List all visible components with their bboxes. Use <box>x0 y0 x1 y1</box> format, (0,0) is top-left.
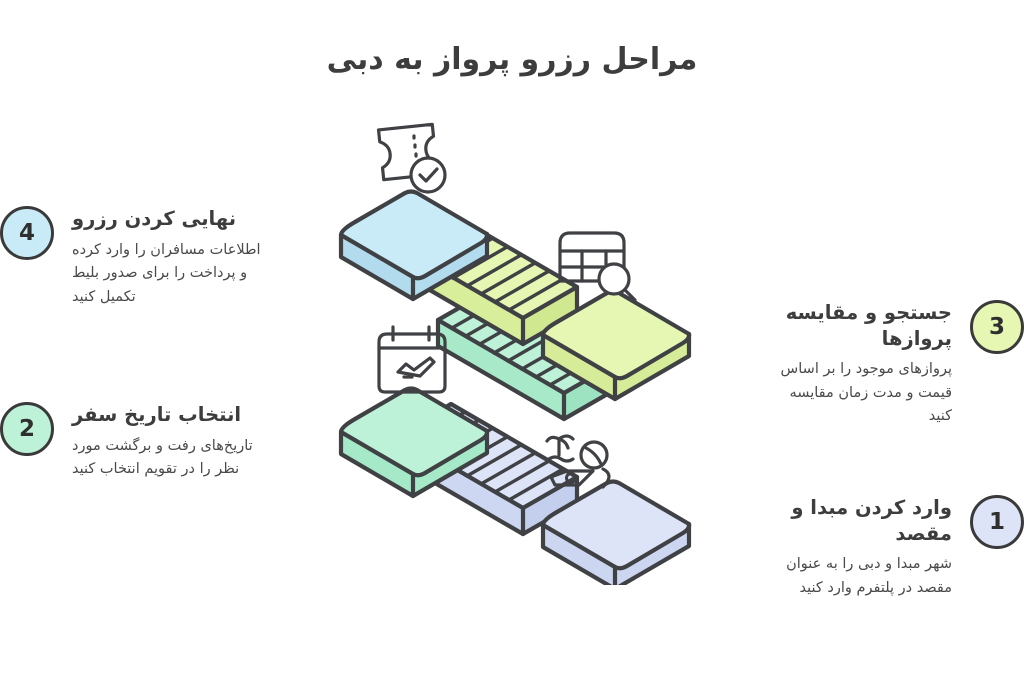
platform-2 <box>338 386 490 499</box>
step-item-3: 3 جستجو و مقایسه پروازها پروازهای موجود … <box>690 300 1024 429</box>
step-item-4: نهایی کردن رزرو اطلاعات مسافران را وارد … <box>0 206 340 309</box>
step-2-number: 2 <box>19 416 36 442</box>
calendar-plane-icon <box>377 325 447 394</box>
step-4-description: اطلاعات مسافران را وارد کرده و پرداخت را… <box>72 241 261 305</box>
ticket-check-icon <box>376 122 447 194</box>
table-search-icon <box>558 231 637 302</box>
staircase-illustration: .ol { fill:none; stroke:#3f4144; stroke-… <box>325 105 700 585</box>
step-3-number: 3 <box>989 314 1006 340</box>
step-4-number: 4 <box>19 220 36 246</box>
step-2-description: تاریخ‌های رفت و برگشت مورد نظر را در تقو… <box>72 437 253 478</box>
step-3-title: جستجو و مقایسه پروازها <box>785 301 952 350</box>
step-4-number-badge: 4 <box>0 206 54 260</box>
step-1-text: وارد کردن مبدا و مقصد شهر مبدا و دبی را … <box>702 495 952 600</box>
step-2-number-badge: 2 <box>0 402 54 456</box>
step-1-number: 1 <box>989 509 1006 535</box>
step-item-2: انتخاب تاریخ سفر تاریخ‌های رفت و برگشت م… <box>0 402 340 482</box>
beach-island-icon <box>545 434 611 489</box>
step-3-description: پروازهای موجود را بر اساس قیمت و مدت زما… <box>780 361 952 425</box>
step-2-title: انتخاب تاریخ سفر <box>72 403 242 426</box>
step-1-description: شهر مبدا و دبی را به عنوان مقصد در پلتفر… <box>786 556 952 596</box>
step-4-title: نهایی کردن رزرو <box>72 207 237 230</box>
step-3-number-badge: 3 <box>970 300 1024 354</box>
step-2-text: انتخاب تاریخ سفر تاریخ‌های رفت و برگشت م… <box>72 402 324 482</box>
platform-1-bottom <box>540 479 692 585</box>
page-title: مراحل رزرو پرواز به دبی <box>326 42 698 77</box>
step-4-text: نهایی کردن رزرو اطلاعات مسافران را وارد … <box>72 206 324 309</box>
step-1-number-badge: 1 <box>970 495 1024 549</box>
step-3-text: جستجو و مقایسه پروازها پروازهای موجود را… <box>702 300 952 429</box>
platform-4-top <box>338 189 490 302</box>
step-1-title: وارد کردن مبدا و مقصد <box>791 496 952 545</box>
step-item-1: 1 وارد کردن مبدا و مقصد شهر مبدا و دبی ر… <box>690 495 1024 600</box>
